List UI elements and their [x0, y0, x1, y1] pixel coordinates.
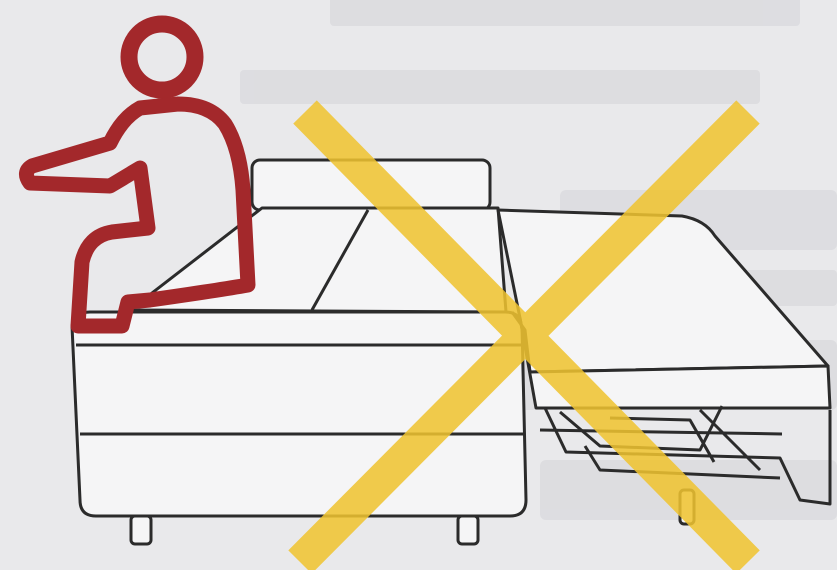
sofa-leg [131, 516, 151, 544]
person-body [26, 104, 248, 326]
sofa-leg [458, 516, 478, 544]
person-head [129, 24, 195, 90]
